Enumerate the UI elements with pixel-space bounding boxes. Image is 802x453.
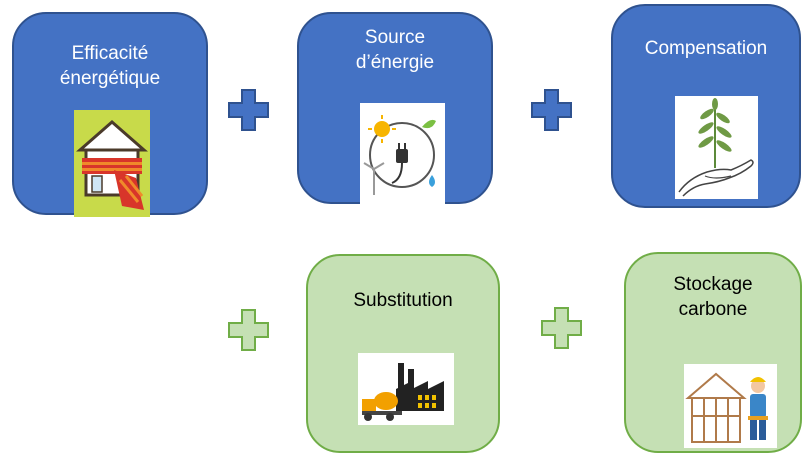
box-label: Substitution xyxy=(353,290,453,311)
plus-icon xyxy=(228,309,269,351)
box-source-energie: Source d’énergie xyxy=(297,12,493,206)
carpenter-wooden-frame-icon xyxy=(684,364,777,448)
box-label: Efficacité énergétique xyxy=(59,43,161,89)
box-label: Source d’énergie xyxy=(355,27,435,73)
box-substitution: Substitution xyxy=(306,254,500,453)
hand-holding-plant-icon xyxy=(675,96,758,199)
box-label: Compensation xyxy=(644,38,768,59)
box-stockage-carbone: Stockage carbone xyxy=(624,252,802,453)
insulated-house-with-scarf-icon xyxy=(74,110,150,217)
factory-and-cement-truck-icon xyxy=(358,353,454,425)
renewable-energy-plug-icon xyxy=(360,103,445,206)
plus-icon xyxy=(228,89,269,131)
plus-icon xyxy=(541,307,582,349)
box-efficacite-energetique: Efficacité énergétique xyxy=(12,12,208,217)
box-label: Stockage carbone xyxy=(673,274,753,320)
plus-icon xyxy=(531,89,572,131)
box-compensation: Compensation xyxy=(611,4,801,208)
